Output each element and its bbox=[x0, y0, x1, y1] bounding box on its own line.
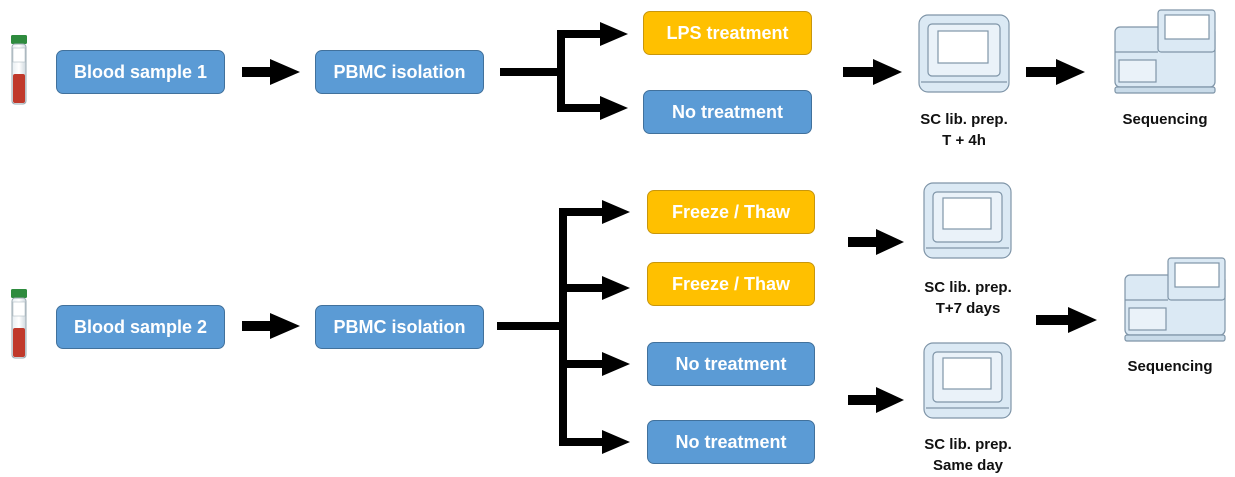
arrow-sample2-to-pbmc bbox=[242, 313, 300, 339]
caption-line: SC lib. prep. bbox=[924, 436, 1012, 453]
arrow-to-libprep-7days bbox=[848, 229, 904, 255]
freeze-thaw-box: Freeze / Thaw bbox=[647, 262, 815, 306]
libprep-caption-row1: SC lib. prep. T + 4h bbox=[889, 109, 1039, 151]
arrow-to-freeze-2 bbox=[602, 276, 630, 300]
sequencing-caption-row2: Sequencing bbox=[1127, 358, 1213, 375]
arrow-to-no-treatment-1 bbox=[602, 352, 630, 376]
freeze-thaw-box: Freeze / Thaw bbox=[647, 190, 815, 234]
library-prep-machine-icon bbox=[923, 182, 1012, 259]
no-treatment-box: No treatment bbox=[647, 342, 815, 386]
pbmc-isolation-box: PBMC isolation bbox=[315, 305, 484, 349]
blood-sample-2-box: Blood sample 2 bbox=[56, 305, 225, 349]
caption-line: SC lib. prep. bbox=[924, 279, 1012, 296]
sequencer-icon bbox=[1114, 9, 1216, 94]
arrow-sample1-to-pbmc bbox=[242, 59, 300, 85]
library-prep-machine-icon bbox=[923, 342, 1012, 419]
no-treatment-box: No treatment bbox=[643, 90, 812, 134]
pbmc-isolation-box: PBMC isolation bbox=[315, 50, 484, 94]
caption-line: Same day bbox=[932, 457, 1004, 474]
caption-line: SC lib. prep. bbox=[920, 111, 1008, 128]
libprep-caption-7days: SC lib. prep. T+7 days bbox=[893, 277, 1043, 319]
lps-treatment-box: LPS treatment bbox=[643, 11, 812, 55]
library-prep-machine-icon bbox=[918, 14, 1010, 93]
arrow-to-sequencing-row2 bbox=[1036, 307, 1097, 333]
blood-sample-1-box: Blood sample 1 bbox=[56, 50, 225, 94]
arrow-to-libprep-sameday bbox=[848, 387, 904, 413]
blood-tube-icon bbox=[11, 35, 27, 105]
branch-row1 bbox=[500, 30, 605, 112]
blood-tube-icon bbox=[11, 289, 27, 359]
branch-row2 bbox=[497, 208, 607, 446]
arrow-to-no-treatment bbox=[600, 96, 628, 120]
caption-line: T + 4h bbox=[942, 132, 986, 149]
arrow-to-freeze-1 bbox=[602, 200, 630, 224]
sequencer-icon bbox=[1124, 257, 1226, 342]
no-treatment-box: No treatment bbox=[647, 420, 815, 464]
libprep-caption-sameday: SC lib. prep. Same day bbox=[893, 434, 1043, 476]
arrow-to-lps bbox=[600, 22, 628, 46]
arrow-to-libprep-row1 bbox=[843, 59, 902, 85]
arrow-to-sequencing-row1 bbox=[1026, 59, 1085, 85]
arrow-to-no-treatment-2 bbox=[602, 430, 630, 454]
sequencing-caption-row1: Sequencing bbox=[1122, 111, 1208, 128]
caption-line: T+7 days bbox=[935, 300, 1001, 317]
